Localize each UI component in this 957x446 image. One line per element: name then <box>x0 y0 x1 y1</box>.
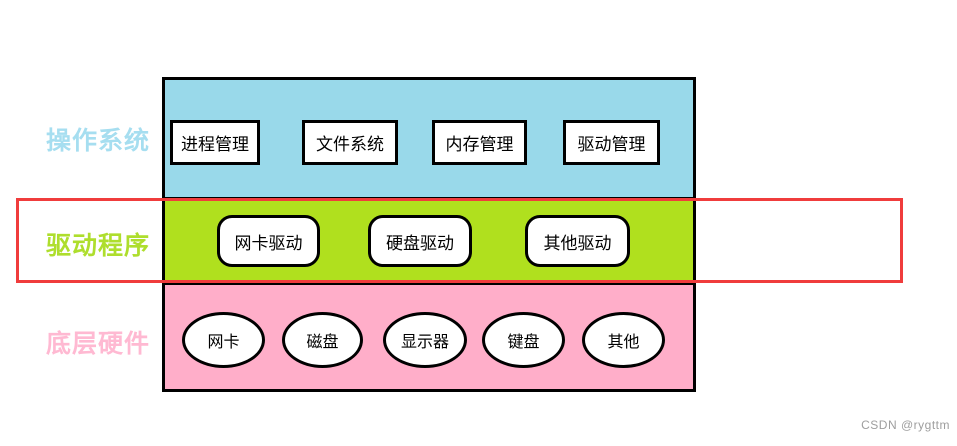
watermark: CSDN @rygttm <box>861 418 950 432</box>
hardware-other: 其他 <box>582 312 665 368</box>
driver-nic: 网卡驱动 <box>217 215 320 267</box>
layer-label-hardware: 底层硬件 <box>45 330 150 358</box>
driver-other: 其他驱动 <box>525 215 630 267</box>
hardware-nic: 网卡 <box>182 312 265 368</box>
hardware-disk: 磁盘 <box>282 312 363 368</box>
os-module-memory-management: 内存管理 <box>432 120 527 165</box>
layer-label-os: 操作系统 <box>45 127 150 155</box>
os-module-process-management: 进程管理 <box>170 120 260 165</box>
os-module-file-system: 文件系统 <box>302 120 398 165</box>
driver-disk: 硬盘驱动 <box>368 215 472 267</box>
layer-label-driver: 驱动程序 <box>45 232 150 260</box>
layer-stack: 进程管理 文件系统 内存管理 驱动管理 网卡驱动 硬盘驱动 其他驱动 网卡 磁盘… <box>162 77 696 392</box>
os-layer: 进程管理 文件系统 内存管理 驱动管理 <box>162 77 696 200</box>
os-module-driver-management: 驱动管理 <box>563 120 660 165</box>
hardware-keyboard: 键盘 <box>482 312 565 368</box>
driver-layer: 网卡驱动 硬盘驱动 其他驱动 <box>162 197 696 285</box>
hardware-monitor: 显示器 <box>383 312 467 368</box>
hardware-layer: 网卡 磁盘 显示器 键盘 其他 <box>162 282 696 392</box>
